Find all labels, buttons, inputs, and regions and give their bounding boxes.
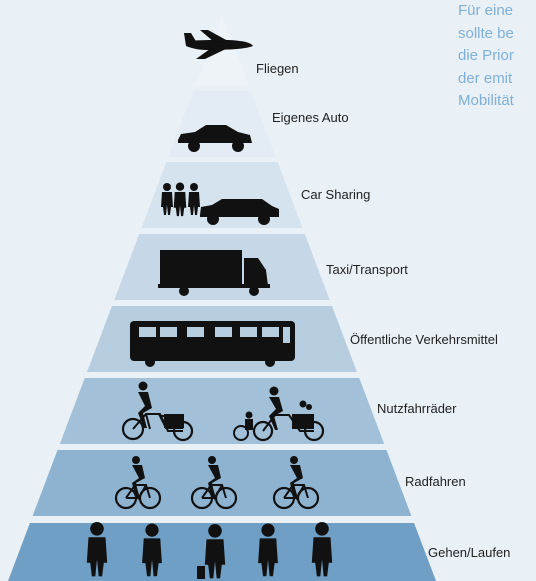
tier-label-fliegen: Fliegen [256, 61, 299, 76]
pyramid-tier [59, 378, 385, 444]
truck-icon [158, 250, 270, 296]
pyramid-tier [32, 450, 412, 516]
pedestrian-icon [86, 522, 108, 577]
person-icon [161, 183, 173, 215]
tier-label-car-sharing: Car Sharing [301, 187, 371, 202]
person-icon [173, 182, 187, 217]
cyclist-icon [190, 456, 238, 510]
intro-line: der emit [458, 69, 513, 87]
tier-label-radfahren: Radfahren [405, 474, 466, 489]
cyclist-icon [114, 456, 162, 510]
intro-line: sollte be [458, 24, 514, 42]
car-sharing-icon [161, 182, 279, 225]
intro-line: die Prior [458, 47, 514, 64]
intro-paragraph: Für eine sollte be die Prior der emit Mo… [458, 0, 536, 113]
person-icon [188, 183, 200, 215]
tier-label-eigenes-auto: Eigenes Auto [272, 110, 349, 125]
intro-line: Für eine [458, 2, 514, 19]
bus-icon [130, 321, 295, 367]
airplane-icon [184, 30, 253, 59]
tier-label-taxi-transport: Taxi/Transport [326, 262, 408, 277]
pyramid-tier [168, 91, 276, 157]
cyclist-icon [272, 456, 320, 510]
intro-line: Mobilität [458, 92, 514, 109]
car-icon [178, 125, 252, 152]
pedestrian-icon [311, 522, 333, 577]
cargo-bike-icon [233, 386, 325, 442]
pedestrian-icon [258, 523, 278, 577]
station-wagon-icon [200, 199, 279, 225]
tier-label-gehen-laufen: Gehen/Laufen [428, 545, 511, 560]
suitcase-icon [197, 566, 205, 579]
cargo-bike-icon [121, 381, 194, 442]
pedestrian-icon [142, 523, 162, 577]
tier-label-nutzfahrraeder: Nutzfahrräder [377, 401, 457, 416]
pedestrian-icon [204, 524, 226, 579]
tier-label-oeffentliche-verkehrsmittel: Öffentliche Verkehrsmittel [350, 332, 498, 347]
